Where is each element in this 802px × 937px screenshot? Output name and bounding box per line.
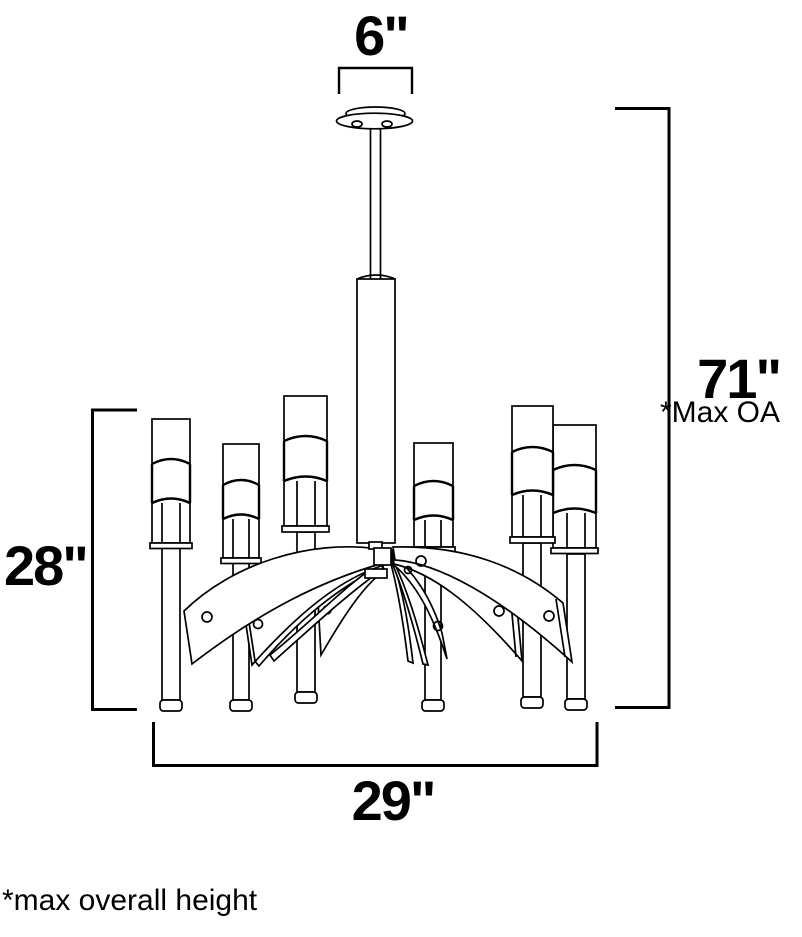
center-hub <box>364 541 392 579</box>
dimension-bracket-fixture-width <box>152 722 599 767</box>
fixture-width-label: 29" <box>351 769 437 832</box>
max-overall-height-note: *Max OA <box>659 396 780 429</box>
center-body <box>356 274 396 544</box>
candle-light <box>550 424 599 711</box>
downrod <box>369 123 382 281</box>
ceiling-canopy <box>335 106 414 130</box>
dimension-line-overall-height <box>615 107 671 709</box>
candle-light <box>220 443 262 712</box>
dimension-line-body-height <box>91 408 137 711</box>
curved-arms <box>183 545 574 668</box>
canopy-width-label: 6" <box>354 4 410 67</box>
candle-light <box>509 405 556 709</box>
footnote-text: *max overall height <box>2 884 258 917</box>
body-height-label: 28" <box>4 534 89 597</box>
max-overall-height-label: 71" <box>697 347 782 410</box>
candle-light <box>149 418 193 712</box>
dimension-bracket-canopy-width <box>337 66 414 94</box>
